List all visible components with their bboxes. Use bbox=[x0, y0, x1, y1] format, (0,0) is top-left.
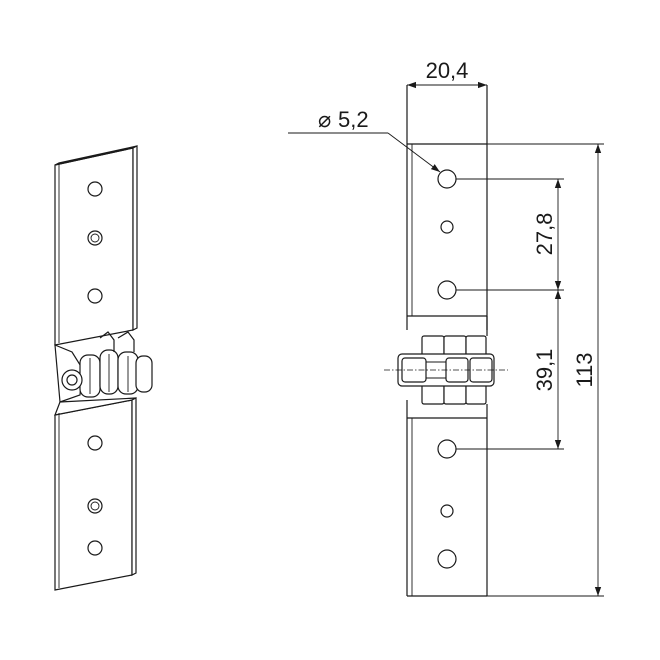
diameter-symbol: ⌀ bbox=[318, 107, 331, 132]
front-knuckles bbox=[384, 335, 508, 405]
dim-spacing-text: 27,8 bbox=[532, 213, 557, 256]
dim-length-text: 113 bbox=[572, 352, 597, 387]
front-hole-2 bbox=[440, 220, 454, 234]
dim-diameter-text: 5,2 bbox=[338, 107, 369, 132]
front-hole-1 bbox=[437, 169, 457, 189]
upper-hole-1 bbox=[87, 181, 103, 197]
upper-hole-2 bbox=[87, 230, 103, 246]
lower-hole-1 bbox=[87, 435, 103, 451]
dimension-hole-diameter: ⌀ 5,2 bbox=[288, 107, 441, 173]
front-hole-5 bbox=[440, 504, 454, 518]
upper-hole-3 bbox=[87, 288, 103, 304]
front-lower-plate bbox=[406, 400, 488, 597]
dimension-width: 20,4 bbox=[407, 58, 487, 89]
dim-leaf-spacing-text: 39,1 bbox=[532, 349, 557, 392]
dimension-hole-spacing: 27,8 bbox=[456, 178, 564, 291]
upper-leaf bbox=[54, 145, 138, 346]
lower-hole-2 bbox=[87, 498, 103, 514]
front-hole-4 bbox=[437, 439, 457, 459]
front-view bbox=[384, 85, 508, 597]
knuckle-assembly bbox=[54, 331, 153, 403]
dimension-overall-length: 113 bbox=[487, 143, 604, 597]
isometric-view bbox=[54, 145, 153, 591]
dim-width-text: 20,4 bbox=[426, 58, 469, 83]
dimension-leaf-spacing: 39,1 bbox=[456, 290, 564, 450]
front-hole-3 bbox=[437, 280, 457, 300]
lower-leaf bbox=[54, 397, 137, 591]
pin-end bbox=[61, 369, 83, 391]
lower-hole-3 bbox=[87, 540, 103, 556]
front-hole-6 bbox=[437, 549, 457, 569]
front-upper-plate bbox=[406, 85, 488, 336]
